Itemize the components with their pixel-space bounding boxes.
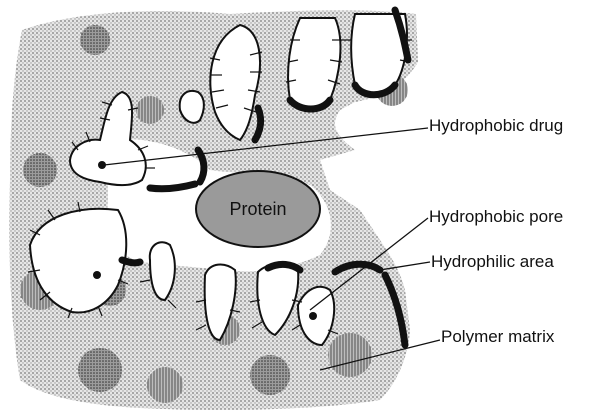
- label-hydrophobic-pore: Hydrophobic pore: [429, 207, 563, 227]
- label-hydrophilic-area: Hydrophilic area: [431, 252, 554, 272]
- drug-dot-3: [309, 312, 317, 320]
- pore-top-2: [288, 18, 340, 109]
- label-polymer-matrix: Polymer matrix: [441, 327, 554, 347]
- pore-bottom-1: [150, 242, 175, 300]
- label-hydrophobic-drug: Hydrophobic drug: [429, 116, 563, 136]
- drug-dot-2: [93, 271, 101, 279]
- pore-top-4: [180, 91, 204, 123]
- protein-label: Protein: [229, 199, 286, 219]
